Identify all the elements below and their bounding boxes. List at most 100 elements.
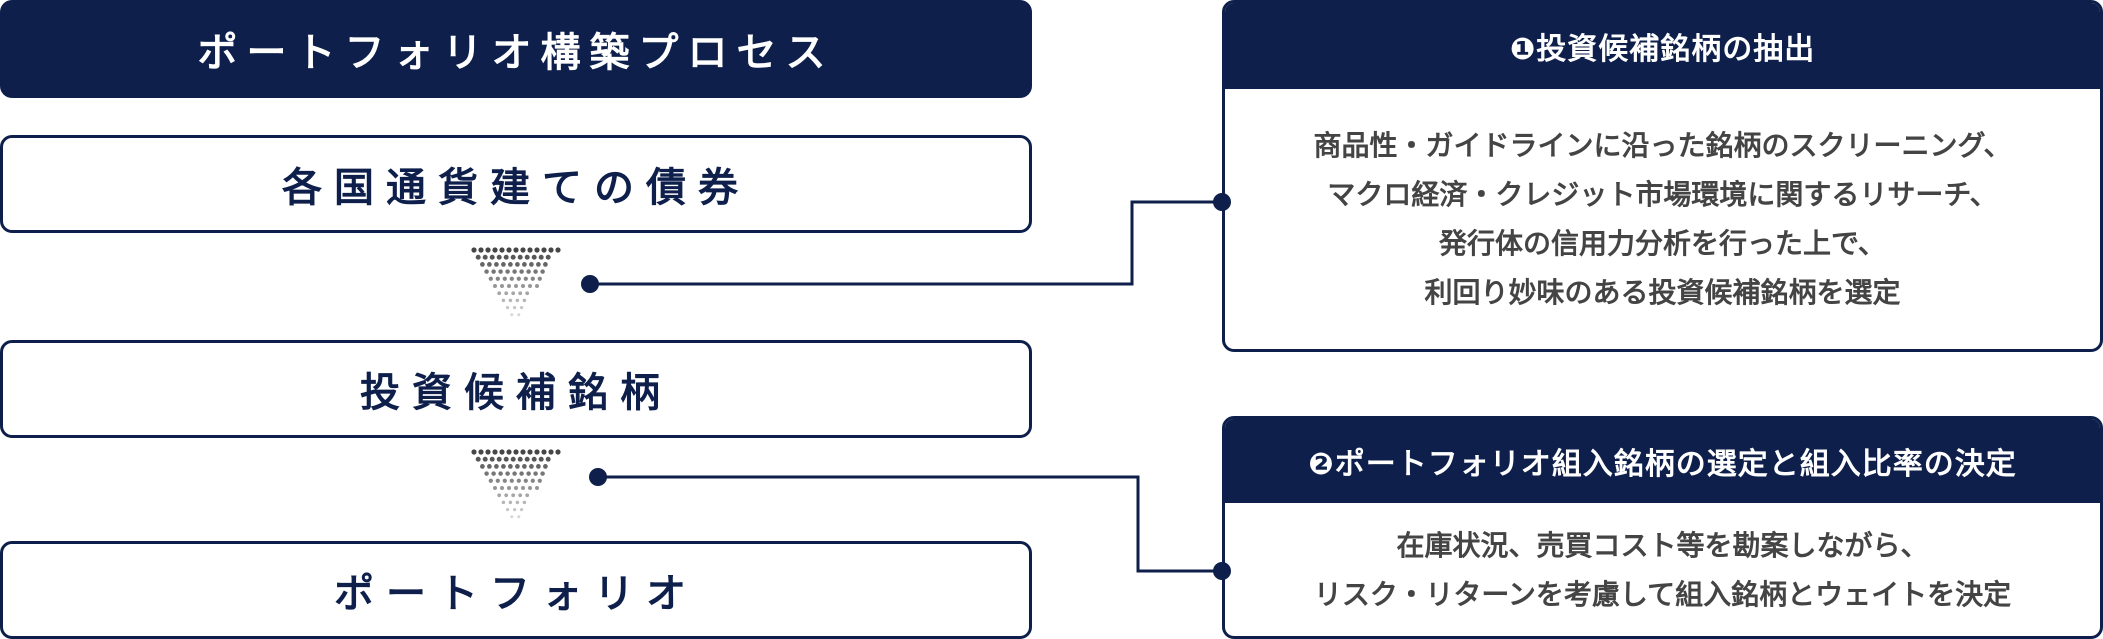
card-heading: ❶投資候補銘柄の抽出 (1225, 3, 2100, 89)
arrow-dot (555, 247, 561, 253)
arrow-dot (518, 291, 523, 296)
arrow-dot (489, 456, 495, 462)
step-label: ポートフォリオ (334, 571, 698, 617)
connector-dot (1213, 562, 1231, 580)
arrow-dot (511, 291, 516, 296)
card-line: 利回り妙味のある投資候補銘柄を選定 (1424, 276, 1901, 309)
arrow-dot (529, 262, 534, 267)
arrow-dot (530, 276, 535, 281)
arrow-dot (505, 269, 510, 274)
arrow-dot (517, 254, 523, 260)
arrow-dot (478, 247, 484, 253)
arrow-dot (511, 493, 516, 498)
arrow-dot (478, 449, 484, 455)
arrow-dot (487, 464, 492, 469)
arrow-dot (513, 449, 519, 455)
connector-dot (589, 468, 607, 486)
arrow-dot (515, 464, 520, 469)
step-bonds: 各国通貨建ての債券 (0, 135, 1032, 233)
arrow-dot (471, 449, 477, 455)
arrow-dot (522, 262, 527, 267)
arrow-dot (515, 298, 520, 303)
connector-line (590, 200, 1222, 286)
arrow-dot (515, 500, 520, 505)
arrow-dot (520, 449, 526, 455)
arrow-dot (480, 262, 485, 267)
arrow-dot (501, 464, 506, 469)
arrow-dot (494, 464, 499, 469)
step-candidates: 投資候補銘柄 (0, 340, 1032, 438)
arrow-dot (504, 291, 509, 296)
arrow-dot (492, 449, 498, 455)
arrow-dot (519, 305, 524, 310)
connector-line (598, 475, 1222, 573)
arrow-dot (521, 486, 525, 490)
arrow-dot (514, 486, 518, 490)
card-line: リスク・リターンを考慮して組入銘柄とウェイトを決定 (1313, 577, 2012, 611)
arrow-dot (501, 298, 506, 303)
arrow-dot (548, 449, 554, 455)
arrow-dot (523, 478, 528, 483)
arrow-dot (497, 493, 502, 498)
arrow-dot (504, 493, 509, 498)
arrow-dot (538, 456, 544, 462)
arrow-dot (485, 449, 491, 455)
arrow-dot (512, 305, 517, 310)
arrow-dot (514, 284, 518, 288)
step-label: 各国通貨建ての債券 (282, 165, 750, 211)
arrow-dot (491, 471, 496, 476)
card-body: 在庫状況、売買コスト等を勘案しながら、 リスク・リターンを考慮して組入銘柄とウェ… (1225, 503, 2100, 636)
card-heading: ❷ポートフォリオ組入銘柄の選定と組入比率の決定 (1225, 419, 2100, 503)
arrow-dot (497, 291, 502, 296)
arrow-dot (540, 471, 545, 476)
process-title: ポートフォリオ構築プロセス (0, 0, 1032, 98)
arrow-dot (510, 515, 514, 519)
arrow-dot (498, 471, 503, 476)
arrow-dot (498, 269, 503, 274)
arrow-dot (555, 449, 561, 455)
arrow-dot (495, 478, 500, 483)
arrow-dot (501, 262, 506, 267)
arrow-dot (493, 486, 497, 490)
arrow-dot (484, 471, 489, 476)
arrow-dot (508, 262, 513, 267)
arrow-dot (510, 456, 516, 462)
arrow-dot (509, 276, 514, 281)
arrow-dot (535, 486, 539, 490)
card-line: 商品性・ガイドラインに沿った銘柄のスクリーニング、 (1313, 129, 2012, 162)
arrow-dot (543, 262, 548, 267)
down-arrow-icon (471, 247, 561, 317)
arrow-dot (510, 254, 516, 260)
arrow-dot (517, 313, 521, 317)
arrow-dot (519, 507, 524, 512)
arrow-dot (516, 478, 521, 483)
arrow-dot (475, 254, 481, 260)
arrow-dot (493, 284, 497, 288)
arrow-dot (541, 247, 547, 253)
arrow-dot (519, 471, 524, 476)
arrow-dot (480, 464, 485, 469)
card-candidate-extraction: ❶投資候補銘柄の抽出 商品性・ガイドラインに沿った銘柄のスクリーニング、 マクロ… (1222, 0, 2103, 352)
arrow-dot (485, 247, 491, 253)
arrow-dot (518, 493, 523, 498)
arrow-dot (538, 254, 544, 260)
arrow-dot (517, 456, 523, 462)
arrow-dot (535, 284, 539, 288)
arrow-dot (502, 478, 507, 483)
connector-dot (1213, 193, 1231, 211)
arrow-dot (471, 247, 477, 253)
arrow-dot (524, 456, 530, 462)
arrow-dot (520, 247, 526, 253)
arrow-dot (534, 449, 540, 455)
arrow-dot (533, 471, 538, 476)
card-portfolio-selection: ❷ポートフォリオ組入銘柄の選定と組入比率の決定 在庫状況、売買コスト等を勘案しな… (1222, 416, 2103, 639)
card-line: 在庫状況、売買コスト等を勘案しながら、 (1396, 528, 1929, 562)
arrow-dot (517, 515, 521, 519)
arrow-dot (508, 500, 513, 505)
arrow-dot (533, 269, 538, 274)
arrow-dot (500, 486, 504, 490)
connector-dot (581, 275, 599, 293)
arrow-dot (487, 262, 492, 267)
arrow-dot (526, 269, 531, 274)
arrow-dot (512, 269, 517, 274)
